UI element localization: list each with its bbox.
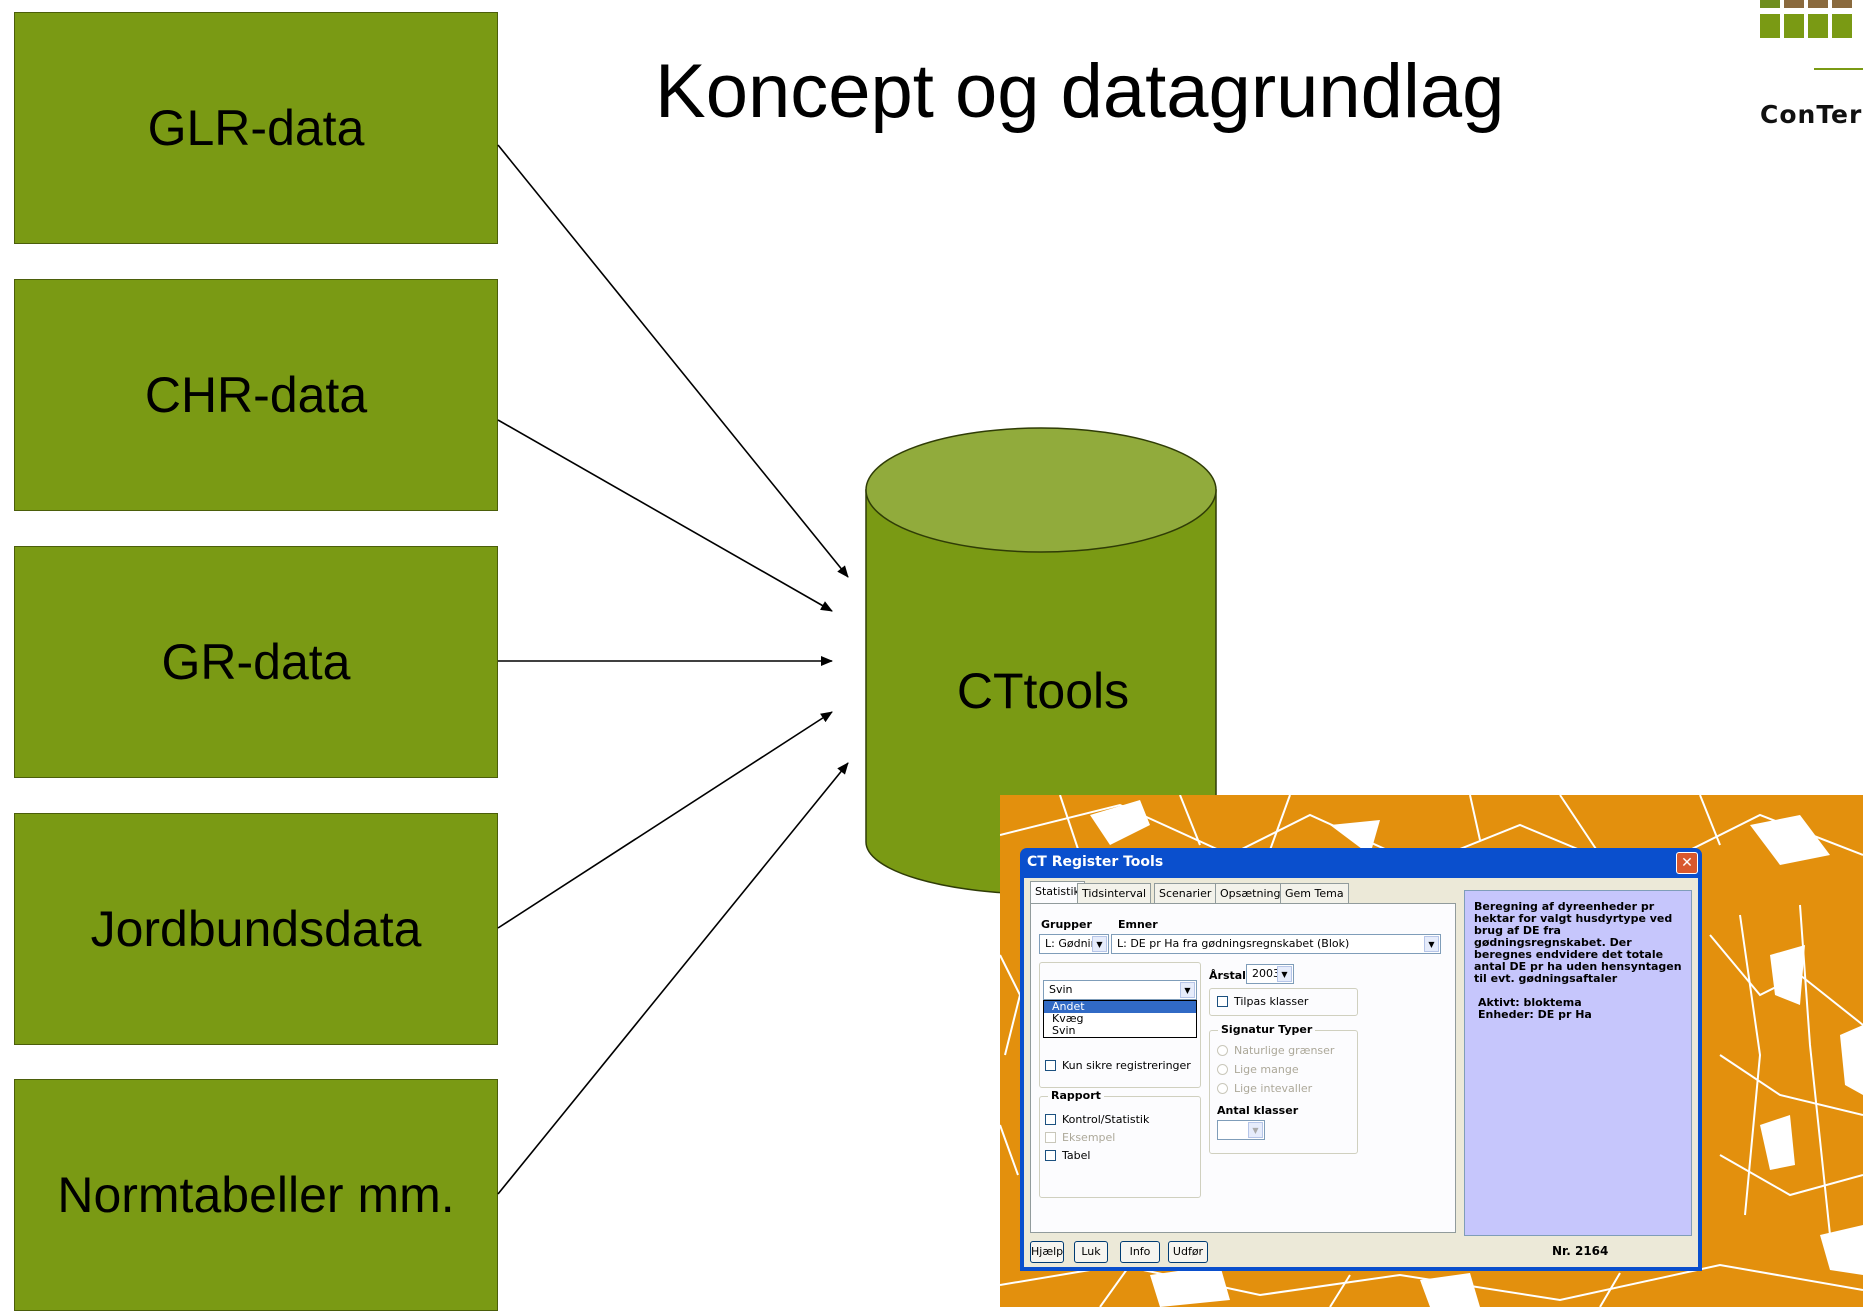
logo-text: ConTer — [1760, 100, 1863, 129]
tilpas-group — [1209, 988, 1358, 1016]
source-box-chr-data: CHR-data — [14, 279, 498, 511]
signatur-caption: Signatur Typer — [1218, 1023, 1316, 1036]
ct-register-tools-window: CT Register Tools ✕ Statistik Tidsinterv… — [1020, 848, 1702, 1271]
animal-combo[interactable]: Svin ▼ — [1043, 980, 1197, 1000]
window-client: Statistik Tidsinterval Scenarier Opsætni… — [1024, 878, 1698, 1267]
kontrol-statistik-label: Kontrol/Statistik — [1062, 1113, 1150, 1126]
chevron-down-icon[interactable]: ▼ — [1424, 936, 1439, 952]
info-text: Beregning af dyreenheder pr hektar for v… — [1474, 900, 1682, 985]
source-box-glr-data: GLR-data — [14, 12, 498, 244]
tab-scenarier[interactable]: Scenarier — [1154, 883, 1217, 903]
source-box-gr-data: GR-data — [14, 546, 498, 778]
dropdown-option[interactable]: Kvæg — [1052, 1012, 1084, 1025]
grupper-value: L: Gødning — [1045, 937, 1105, 950]
cylinder-label: CTtools — [956, 663, 1130, 719]
tab-statistik[interactable]: Statistik — [1030, 881, 1085, 903]
tilpas-klasser-label: Tilpas klasser — [1234, 995, 1309, 1008]
dropdown-option[interactable]: Svin — [1052, 1024, 1076, 1037]
kun-sikre-label: Kun sikre registreringer — [1062, 1059, 1191, 1072]
close-icon[interactable]: ✕ — [1676, 852, 1698, 874]
kontrol-statistik-checkbox[interactable] — [1045, 1114, 1056, 1125]
tab-gem-tema[interactable]: Gem Tema — [1280, 883, 1349, 903]
emner-value: L: DE pr Ha fra gødningsregnskabet (Blok… — [1117, 937, 1350, 950]
signatur-group: Signatur Typer — [1209, 1023, 1358, 1154]
screenshot-ct-register-tools: CT Register Tools ✕ Statistik Tidsinterv… — [1000, 795, 1863, 1307]
hjaelp-button[interactable]: Hjælp — [1030, 1241, 1064, 1263]
arstal-label: Årstal — [1209, 969, 1246, 982]
antal-klasser-label: Antal klasser — [1217, 1104, 1299, 1117]
naturlige-radio[interactable] — [1217, 1045, 1228, 1056]
lige-intevaller-radio[interactable] — [1217, 1083, 1228, 1094]
arrow-jordbund-to-cttools — [497, 711, 833, 929]
conterra-logo: ConTer — [1740, 0, 1863, 140]
dropdown-option[interactable]: Andet — [1044, 1001, 1196, 1013]
arstal-value: 2003 — [1252, 967, 1280, 980]
database-cylinder — [865, 427, 1217, 895]
lige-intevaller-label: Lige intevaller — [1234, 1082, 1313, 1095]
tabel-checkbox[interactable] — [1045, 1150, 1056, 1161]
source-box-normtabeller: Normtabeller mm. — [14, 1079, 498, 1311]
arrow-chr-to-cttools — [497, 419, 833, 612]
chevron-down-icon[interactable]: ▼ — [1248, 1122, 1263, 1138]
luk-button[interactable]: Luk — [1074, 1241, 1108, 1263]
tabel-label: Tabel — [1062, 1149, 1091, 1162]
info-button[interactable]: Info — [1120, 1241, 1160, 1263]
chevron-down-icon[interactable]: ▼ — [1092, 936, 1107, 952]
tilpas-klasser-checkbox[interactable] — [1217, 996, 1228, 1007]
map-background — [1000, 795, 1863, 1307]
arrow-normtabeller-to-cttools — [497, 762, 849, 1195]
tab-panel-statistik: Grupper Emner L: Gødning ▼ L: DE pr Ha f… — [1030, 903, 1456, 1233]
grupper-label: Grupper — [1041, 918, 1092, 931]
record-number: Nr. 2164 — [1552, 1244, 1609, 1258]
rapport-caption: Rapport — [1048, 1089, 1104, 1102]
naturlige-label: Naturlige grænser — [1234, 1044, 1335, 1057]
aktivt-text: Aktivt: bloktema — [1478, 996, 1582, 1009]
window-title: CT Register Tools — [1027, 854, 1164, 870]
tab-tidsinterval[interactable]: Tidsinterval — [1077, 883, 1152, 903]
udfor-button[interactable]: Udfør — [1168, 1241, 1208, 1263]
arrow-glr-to-cttools — [497, 144, 849, 578]
animal-group — [1039, 962, 1201, 1088]
lige-mange-radio[interactable] — [1217, 1064, 1228, 1075]
eksempel-checkbox[interactable] — [1045, 1132, 1056, 1143]
grupper-combo[interactable]: L: Gødning ▼ — [1039, 934, 1109, 954]
emner-label: Emner — [1118, 918, 1158, 931]
kun-sikre-checkbox[interactable] — [1045, 1060, 1056, 1071]
info-panel: Beregning af dyreenheder pr hektar for v… — [1464, 890, 1692, 1236]
enheder-text: Enheder: DE pr Ha — [1478, 1008, 1592, 1021]
lige-mange-label: Lige mange — [1234, 1063, 1299, 1076]
rapport-group: Rapport — [1039, 1089, 1201, 1198]
animal-value: Svin — [1049, 983, 1073, 996]
page-title: Koncept og datagrundlag — [655, 49, 1505, 134]
animal-dropdown-list[interactable]: Andet Kvæg Svin — [1043, 1000, 1197, 1038]
chevron-down-icon[interactable]: ▼ — [1180, 982, 1195, 998]
tab-opsaetning[interactable]: Opsætning — [1215, 883, 1286, 903]
chevron-down-icon[interactable]: ▼ — [1277, 966, 1292, 982]
eksempel-label: Eksempel — [1062, 1131, 1116, 1144]
arstal-combo[interactable]: 2003 ▼ — [1246, 964, 1294, 984]
emner-combo[interactable]: L: DE pr Ha fra gødningsregnskabet (Blok… — [1111, 934, 1441, 954]
antal-klasser-combo[interactable]: ▼ — [1217, 1120, 1265, 1140]
source-box-jordbundsdata: Jordbundsdata — [14, 813, 498, 1045]
